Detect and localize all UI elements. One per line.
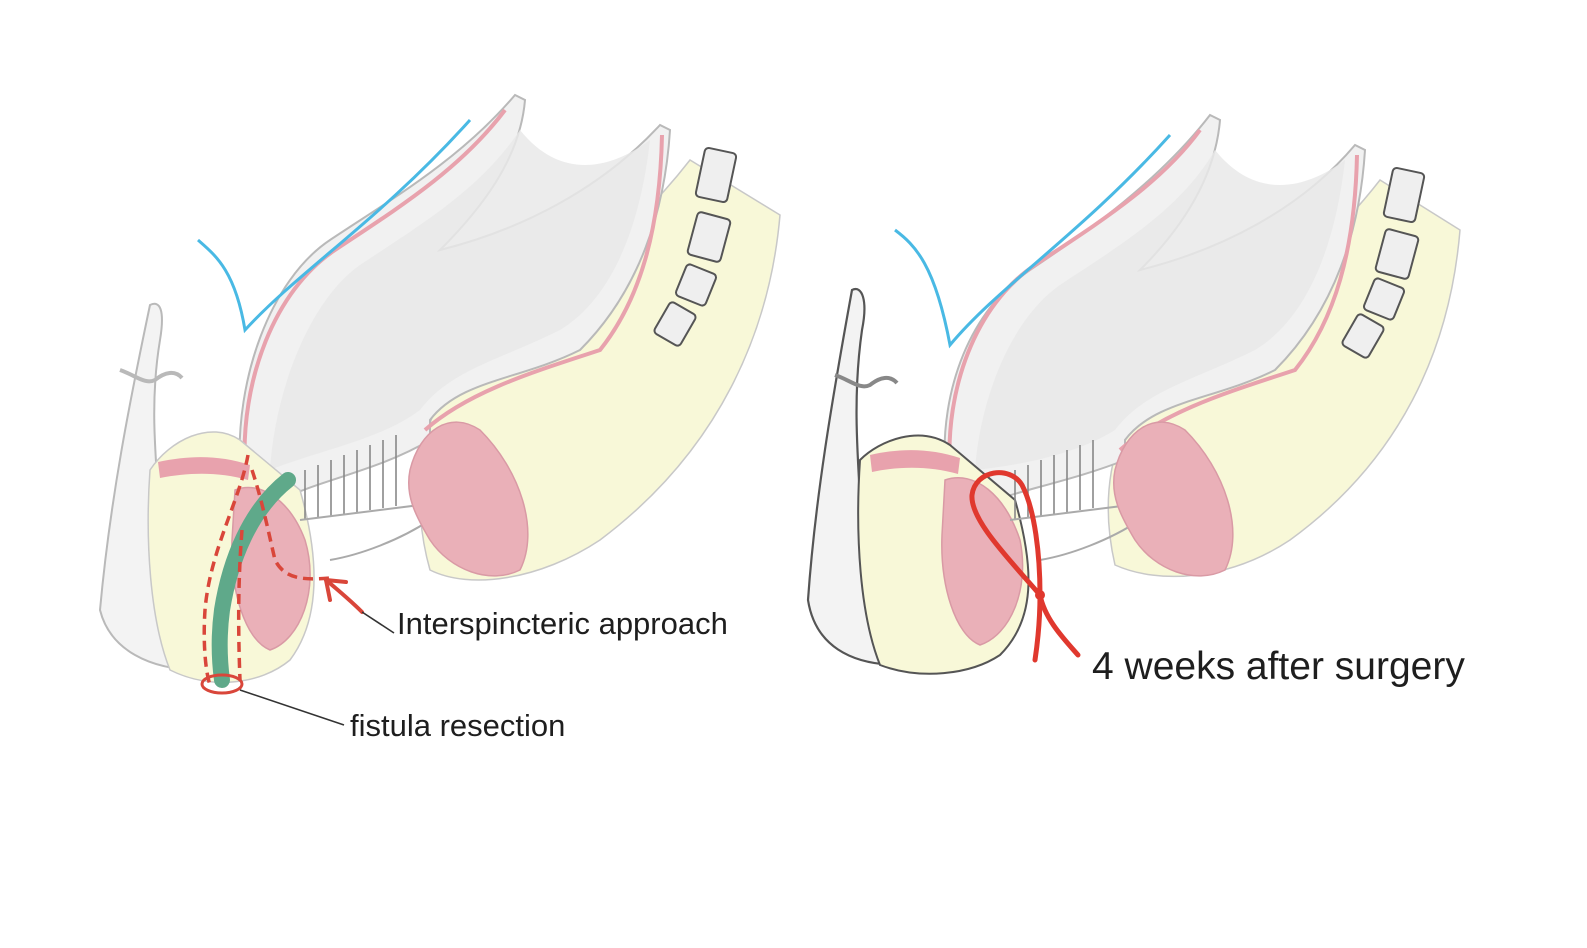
right-peritoneum bbox=[894, 133, 1172, 349]
right-external-sphincter bbox=[941, 477, 1024, 646]
right-rectal-lumen bbox=[975, 150, 1345, 470]
right-seton-loop bbox=[969, 470, 1081, 658]
left-coccyx bbox=[653, 146, 738, 347]
left-anal-columns bbox=[304, 435, 397, 520]
right-coccyx bbox=[1341, 166, 1426, 359]
resection-leader-line bbox=[239, 689, 345, 726]
left-approach-arrow bbox=[324, 578, 364, 614]
right-posterior-sphincter bbox=[1113, 421, 1234, 577]
left-resection-line-outer bbox=[202, 454, 250, 686]
left-panel bbox=[98, 93, 781, 726]
left-mucosa-line bbox=[242, 108, 507, 471]
left-anal-canal bbox=[299, 503, 432, 561]
right-seton-tail bbox=[1032, 592, 1043, 663]
left-rectal-lumen bbox=[270, 130, 650, 470]
left-resection-line-tract bbox=[236, 529, 244, 681]
left-resection-line-inner bbox=[250, 469, 331, 581]
right-panel bbox=[806, 113, 1461, 675]
right-anterior-branch bbox=[834, 373, 899, 389]
left-mucosa-line-posterior bbox=[423, 134, 664, 432]
right-anal-columns bbox=[1014, 440, 1094, 520]
annotation-interspincteric-approach: Interspincteric approach bbox=[397, 606, 728, 641]
right-levator bbox=[870, 450, 960, 474]
left-levator bbox=[158, 457, 250, 480]
left-resection-opening bbox=[200, 673, 244, 695]
right-seton-knot bbox=[1035, 590, 1045, 600]
annotation-four-weeks-after-surgery: 4 weeks after surgery bbox=[1092, 645, 1465, 688]
approach-leader-line bbox=[361, 611, 395, 634]
left-posterior-sphincter bbox=[408, 421, 529, 577]
right-mucosa-line-posterior bbox=[1118, 154, 1359, 452]
left-anterior-branch bbox=[119, 368, 184, 384]
annotation-fistula-resection: fistula resection bbox=[350, 708, 566, 743]
left-peritoneum bbox=[197, 118, 472, 334]
